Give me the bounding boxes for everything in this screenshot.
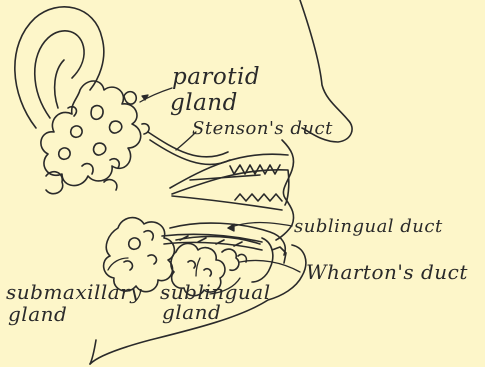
label-sublingual-gland-line1: sublingual: [160, 282, 271, 302]
label-stensons-duct: Stenson's duct: [192, 120, 333, 138]
sublingual-duct-leader: [228, 223, 292, 229]
parotid-gland: [41, 81, 149, 194]
label-sublingual-gland-line2: gland: [162, 302, 221, 322]
sublingual-gland-leader: [196, 258, 200, 276]
label-parotid-line2: gland: [170, 92, 238, 115]
label-whartons-duct: Wharton's duct: [306, 262, 468, 282]
label-submaxillary-line1: submaxillary: [6, 282, 142, 302]
ear-outline: [15, 7, 104, 128]
tongue-region: [170, 223, 286, 282]
label-sublingual-duct: sublingual duct: [294, 218, 443, 236]
submaxillary-leader: [108, 258, 128, 270]
label-parotid-line1: parotid: [172, 66, 260, 89]
mouth-and-teeth: [170, 154, 289, 210]
label-submaxillary-line2: gland: [8, 304, 67, 324]
